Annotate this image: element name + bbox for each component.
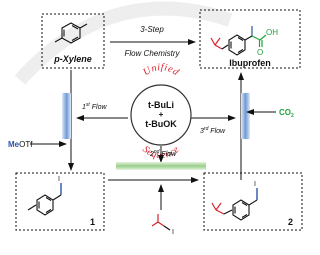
methyl-triflate-reagent: MeOTf	[8, 140, 33, 149]
compound-1-label: 1	[90, 217, 95, 227]
tbuok-label: t-BuOK	[145, 119, 177, 129]
unified-arc-label: Unified	[141, 62, 181, 79]
p-xylene-structure	[54, 22, 88, 44]
ibuprofen-carboxyl	[251, 34, 267, 47]
second-flow: 2nd Flow I	[108, 149, 206, 236]
p-xylene-label: p-Xylene	[53, 54, 92, 64]
center-reagent-circle: Unified Sequence t-BuLi + t-BuOK	[130, 62, 192, 163]
compound-2-iodo: I	[254, 181, 256, 188]
ibuprofen-oh: OH	[266, 28, 278, 37]
three-step-label: 3-Step	[140, 25, 164, 34]
isopropyl-iodide-label: I	[172, 229, 174, 236]
background-swoosh	[14, 1, 233, 85]
ibuprofen-label: Ibuprofen	[229, 58, 271, 68]
plus-label: +	[159, 110, 164, 119]
second-flow-label: 2nd Flow	[149, 149, 177, 158]
compound-1-iodo: I	[58, 176, 60, 183]
p-xylene-box: p-Xylene	[41, 13, 105, 69]
top-arrow: 3-Step Flow Chemistry	[110, 25, 196, 58]
third-flow-label: 3rd Flow	[200, 126, 226, 135]
tbuli-label: t-BuLi	[148, 100, 174, 110]
compound-2-box: I 2	[203, 172, 303, 231]
first-flow: 1st Flow MeOTf	[8, 70, 128, 171]
ibuprofen-isobutyl	[210, 37, 223, 50]
isopropyl-iodide-bond	[163, 225, 171, 231]
third-flow: 3rd Flow CO2	[185, 72, 294, 180]
compound-2-isobutyl	[211, 202, 225, 215]
compound-1-box: I 1	[15, 172, 105, 231]
first-flow-label: 1st Flow	[82, 102, 107, 111]
ibuprofen-o: O	[257, 48, 263, 57]
compound-2-structure	[223, 199, 258, 221]
ibuprofen-ring	[221, 34, 246, 56]
first-flow-column	[62, 93, 71, 139]
ibuprofen-ch-bond	[244, 35, 253, 41]
compound-2-label: 2	[288, 217, 293, 227]
co2-reagent: CO2	[279, 108, 294, 119]
second-flow-column	[116, 162, 206, 170]
isopropyl-iodide-reagent	[151, 214, 165, 227]
compound-1-structure	[27, 194, 62, 216]
synthesis-scheme: p-Xylene 3-Step Flow Chemistry	[8, 1, 303, 236]
third-flow-column	[241, 93, 250, 139]
flow-chemistry-label: Flow Chemistry	[124, 49, 180, 58]
ibuprofen-box: OH O Ibuprofen	[199, 9, 301, 69]
